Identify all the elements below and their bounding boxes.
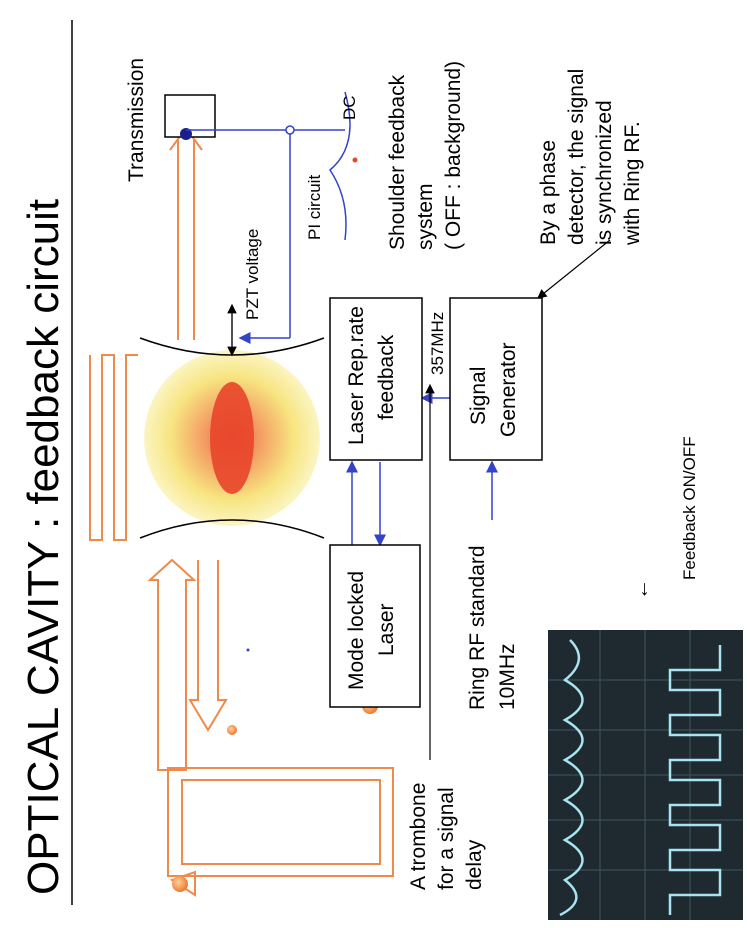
- beam-ball-1: [172, 876, 188, 892]
- signal-gen-line1: Signal: [467, 367, 490, 425]
- scope-trace-square: [668, 645, 722, 915]
- annotation-arrows: [227, 239, 611, 760]
- signal-gen-line2: Generator: [497, 342, 520, 437]
- optical-cavity: [139, 337, 325, 539]
- block-laser-rep: Laser Rep.rate feedback: [329, 297, 423, 461]
- mode-locked-line1: Mode locked: [345, 571, 368, 690]
- feedback-wiring: [186, 91, 498, 547]
- scope-grid: [548, 630, 743, 920]
- beam-loop-outer: [167, 767, 394, 877]
- beam-serpentine: [89, 354, 138, 541]
- ring-rf-line1: Ring RF standard: [466, 545, 489, 710]
- summing-node: [285, 125, 295, 135]
- beam-ball-3: [227, 725, 237, 735]
- beam-arrow-left: [147, 558, 197, 771]
- mirror-bottom: [139, 519, 325, 539]
- dc-label: DC: [340, 95, 359, 120]
- text-labels: DC PI circuit Shoulder feedback system (…: [243, 61, 699, 890]
- shoulder-curve: [329, 91, 351, 241]
- block-mode-locked-laser: Mode locked Laser: [329, 544, 421, 708]
- left-arrow-glyph: ←: [630, 579, 653, 600]
- mode-locked-line2: Laser: [375, 603, 398, 656]
- block-signal-generator: Signal Generator: [449, 297, 543, 461]
- pzt-voltage-label: PZT voltage: [243, 229, 262, 320]
- detector-dot: [180, 128, 192, 140]
- beam-arrow-down: [188, 560, 228, 732]
- page-title-group: OPTICAL CAVITY : feedback circuit: [19, 20, 73, 905]
- stray-mark: [246, 648, 250, 652]
- phase-line2: detector, the signal: [565, 69, 588, 245]
- phase-line4: with Ring RF.: [621, 121, 644, 246]
- scope-trace-sine: [559, 639, 584, 917]
- phase-arrow: [537, 239, 611, 299]
- feedback-onoff-label: Feedback ON/OFF: [680, 436, 699, 580]
- shoulder-line3: ( OFF : background): [442, 61, 465, 250]
- transmission-detector: Transmission: [125, 58, 216, 182]
- oscilloscope-screenshot: [548, 630, 743, 920]
- phase-line1: By a phase: [537, 140, 560, 245]
- shoulder-line1: Shoulder feedback: [386, 74, 409, 250]
- trombone-line2: for a signal: [435, 787, 458, 890]
- trombone-line3: delay: [463, 839, 486, 890]
- pi-circuit-label: PI circuit: [305, 175, 324, 240]
- trombone-line1: A trombone: [407, 783, 430, 890]
- shoulder-point: [352, 157, 358, 163]
- laser-rep-line1: Laser Rep.rate: [345, 306, 368, 445]
- phase-line3: is synchronized: [593, 100, 616, 245]
- beam-loop-inner: [181, 779, 381, 865]
- page-title: OPTICAL CAVITY : feedback circuit: [19, 199, 68, 895]
- shoulder-line2: system: [414, 183, 437, 250]
- ring-rf-line2: 10MHz: [496, 643, 519, 710]
- cavity-hot-spot: [210, 382, 254, 494]
- laser-rep-line2: feedback: [375, 334, 398, 420]
- freq-357-label: 357MHz: [428, 312, 447, 375]
- transmission-label: Transmission: [125, 58, 148, 182]
